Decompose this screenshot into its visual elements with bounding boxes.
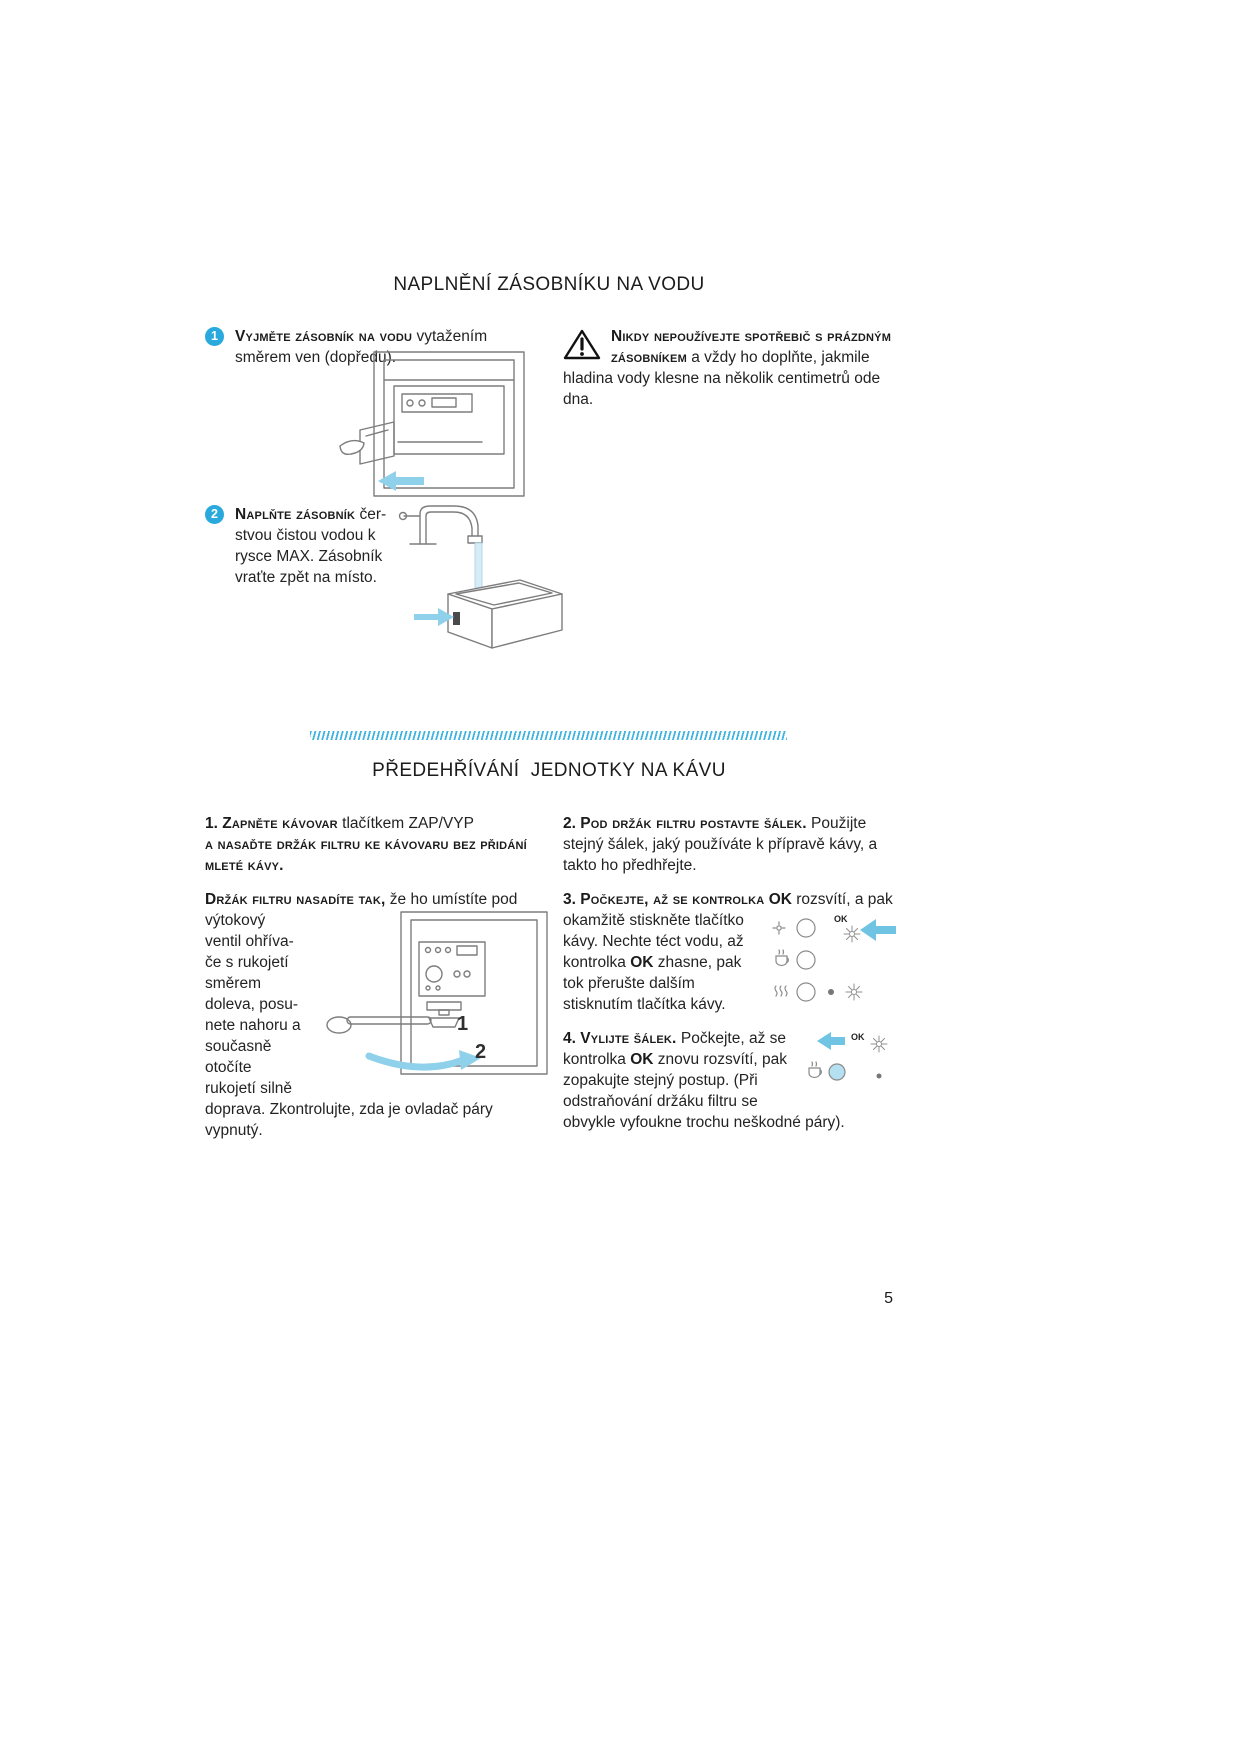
filter-holder-figure: 1 2 bbox=[326, 911, 548, 1075]
machine-front bbox=[393, 385, 505, 455]
step3-ok: OK bbox=[768, 891, 792, 908]
ok-starburst-icon bbox=[870, 1035, 888, 1053]
steam-button bbox=[796, 982, 816, 1002]
warning-triangle-icon bbox=[563, 328, 601, 361]
control-panel-figure-2: OK bbox=[808, 1032, 888, 1081]
section-title-preheat: PŘEDEHŘÍVÁNÍ JEDNOTKY NA KÁVU bbox=[372, 760, 726, 781]
coffee-cup-icon bbox=[808, 1061, 822, 1079]
step-rest: vytažením smě­rem ven (dopředu). bbox=[235, 328, 488, 366]
tank-filling-figure bbox=[398, 505, 563, 649]
hand bbox=[339, 439, 365, 456]
step2-lead: Pod držák filtru postavte šálek. bbox=[580, 815, 807, 832]
step-rest: čer­stvou čistou vodou k rysce MAX. Záso… bbox=[235, 506, 387, 586]
rotate-direction-arrow-icon bbox=[365, 1052, 467, 1071]
ok-starburst-icon bbox=[845, 983, 863, 1001]
section-divider bbox=[310, 731, 787, 740]
ok-label: OK bbox=[851, 1032, 865, 1042]
machine-control-panel bbox=[418, 941, 486, 997]
preheat-left-column: 1. Zapněte kávovar tlačítkem ZAP/VYP a n… bbox=[205, 813, 551, 1154]
step4-text1: Počkejte, až se kon­trolka bbox=[563, 1030, 786, 1068]
step1-number: 1. bbox=[205, 815, 218, 832]
cabinet-inner-frame bbox=[383, 359, 515, 489]
figure-tank-filling bbox=[398, 502, 570, 652]
brew-head bbox=[426, 1001, 462, 1011]
water-stream bbox=[474, 542, 483, 594]
preheat-step2-paragraph: 2. Pod držák filtru postavte šálek. Použ… bbox=[563, 813, 896, 876]
press-direction-arrow-icon bbox=[860, 919, 896, 941]
figure-step-label-2: 2 bbox=[475, 1041, 486, 1063]
cabinet-inner-frame bbox=[410, 919, 538, 1067]
step4-text2: znovu rozsvítí, pak zopa­kujte stejný po… bbox=[563, 1051, 845, 1131]
coffee-cup-icon bbox=[775, 949, 789, 967]
step1-mid: tlačítkem ZAP/VYP bbox=[337, 815, 474, 832]
control-panel-figure-1: OK bbox=[772, 914, 896, 1002]
hand bbox=[326, 1016, 352, 1034]
step4-number: 4. bbox=[563, 1030, 576, 1047]
indicator-lamp bbox=[796, 918, 816, 938]
steam-dial bbox=[425, 965, 443, 983]
step4-lead: Vylijte šálek. bbox=[580, 1030, 677, 1047]
figure-control-panel-1: OK bbox=[768, 912, 896, 1012]
step3-lead: Počkejte, až se kontrolka bbox=[580, 891, 765, 908]
tank-side-face bbox=[491, 593, 563, 649]
figure-control-panel-2: OK bbox=[801, 1030, 896, 1096]
step1-lead2: a nasaďte držák filtru ke kávovaru bez p… bbox=[205, 836, 527, 874]
page-number: 5 bbox=[884, 1290, 893, 1307]
step-fill-tank: 2 Naplňte zásobník čer­stvou čistou vodo… bbox=[205, 504, 393, 588]
insert-direction-arrow-icon bbox=[414, 608, 454, 626]
machine-control-panel bbox=[401, 393, 473, 413]
press-direction-arrow-icon bbox=[817, 1032, 845, 1050]
step3-ok-2: OK bbox=[630, 954, 654, 971]
filter-holder-paragraph: 1 2 Držák filtru nasadíte tak, že ho umí… bbox=[205, 889, 551, 1141]
pull-direction-arrow-icon bbox=[378, 471, 424, 491]
preheat-step4-paragraph: OK 4. Vylijte šálek. Počkejte, až bbox=[563, 1028, 896, 1133]
warning-lead: Nikdy nepoužívejte spotřebič s prázdným … bbox=[611, 328, 892, 366]
level-window bbox=[453, 612, 460, 625]
step3-number: 3. bbox=[563, 891, 576, 908]
figure-tank-removal bbox=[332, 350, 547, 498]
warning-text: a vždy ho doplňte, jakmile hladina vody … bbox=[563, 349, 881, 408]
step-number-badge-2: 2 bbox=[205, 505, 224, 524]
preheat-step3-paragraph: OK 3. Počkejte, až se kontrolka OK rozsv… bbox=[563, 889, 896, 1015]
coffee-button bbox=[796, 950, 816, 970]
holder-text: že ho umístíte pod výtokový ventil ohřív… bbox=[205, 891, 518, 1139]
step4-ok: OK bbox=[630, 1051, 654, 1068]
step2-number: 2. bbox=[563, 815, 576, 832]
cabinet-outline bbox=[400, 911, 548, 1075]
step-lead: Naplňte zásobník bbox=[235, 506, 356, 523]
step2-text: Použijte stej­ný šálek, jaký používáte k… bbox=[563, 815, 878, 874]
step-fill-tank-text: Naplňte zásobník čer­stvou čistou vodou … bbox=[235, 504, 393, 588]
steam-icon bbox=[774, 985, 788, 997]
portafilter-handle bbox=[346, 1016, 432, 1025]
warning-note: Nikdy nepoužívejte spotřebič s prázdným … bbox=[563, 326, 896, 410]
step1-lead: Zapněte kávovar bbox=[222, 815, 338, 832]
figure-filter-holder: 1 2 bbox=[311, 910, 551, 1078]
step-remove-tank-text: Vyjměte zásobník na vodu vytažením smě­r… bbox=[235, 326, 525, 368]
holder-lead: Držák filtru nasadíte tak, bbox=[205, 891, 386, 908]
portafilter-bowl bbox=[428, 1017, 460, 1028]
step-number-badge-1: 1 bbox=[205, 327, 224, 346]
step-remove-tank: 1 Vyjměte zásobník na vodu vytažením smě… bbox=[205, 326, 525, 368]
step-lead: Vyjměte zásobník na vodu bbox=[235, 328, 413, 345]
ok-starburst-icon bbox=[843, 925, 861, 943]
figure-step-label-1: 1 bbox=[457, 1013, 468, 1035]
preheat-step1-paragraph: 1. Zapněte kávovar tlačítkem ZAP/VYP a n… bbox=[205, 813, 551, 876]
faucet bbox=[419, 505, 479, 545]
water-tank bbox=[359, 421, 395, 465]
ok-lamp-lit bbox=[828, 1063, 846, 1081]
rotate-arrow-head bbox=[459, 1050, 481, 1070]
power-indicator-icon bbox=[772, 921, 786, 935]
tank-removal-figure bbox=[339, 351, 525, 497]
section-title-water: NAPLNĚNÍ ZÁSOBNÍKU NA VODU bbox=[393, 274, 705, 295]
cabinet-outline bbox=[373, 351, 525, 497]
ok-label: OK bbox=[834, 914, 848, 924]
step3-text1: rozsvítí, a pak okamžitě stiskněte tlačí… bbox=[563, 891, 893, 971]
step3-text2: zhasne, pak tok přerušte dalším stisknut… bbox=[563, 954, 742, 1013]
preheat-right-column: 2. Pod držák filtru postavte šálek. Použ… bbox=[563, 813, 896, 1146]
